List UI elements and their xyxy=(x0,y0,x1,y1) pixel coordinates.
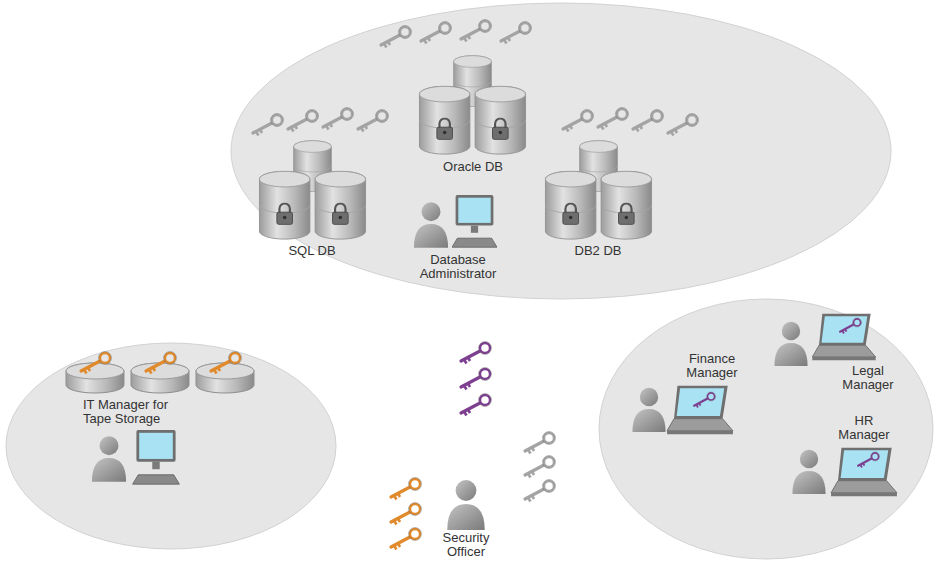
region-shape xyxy=(6,343,336,549)
text-holder: SQL DB xyxy=(272,244,352,258)
role-label: Database Administrator xyxy=(408,253,508,281)
text-holder: Oracle DB xyxy=(428,160,518,174)
text-holder: Database Administrator xyxy=(408,253,508,281)
tape-storage xyxy=(66,363,254,393)
security-officer-icon xyxy=(447,480,484,530)
role-label: HR Manager xyxy=(833,414,895,442)
role-label: DB2 DB xyxy=(558,244,638,258)
text-holder: DB2 DB xyxy=(558,244,638,258)
region-shape xyxy=(231,3,891,299)
role-label: Legal Manager xyxy=(837,364,899,392)
role-label: SQL DB xyxy=(272,244,352,258)
role-label: Finance Manager xyxy=(681,352,743,380)
role-label: Security Officer xyxy=(426,531,506,559)
text-holder: HR Manager xyxy=(833,414,895,442)
hr-manager-icon xyxy=(792,448,896,497)
text-holder: Legal Manager xyxy=(837,364,899,392)
role-label: Oracle DB xyxy=(428,160,518,174)
text-holder: IT Manager for Tape Storage xyxy=(83,398,193,426)
text-holder: Finance Manager xyxy=(681,352,743,380)
purple-keys xyxy=(461,342,491,416)
text-holder: Security Officer xyxy=(426,531,506,559)
region-shape xyxy=(599,299,933,559)
grey-keys xyxy=(525,432,555,502)
finance-manager-icon xyxy=(632,386,732,435)
orange-keys xyxy=(391,478,421,550)
role-label: IT Manager for Tape Storage xyxy=(83,398,193,426)
